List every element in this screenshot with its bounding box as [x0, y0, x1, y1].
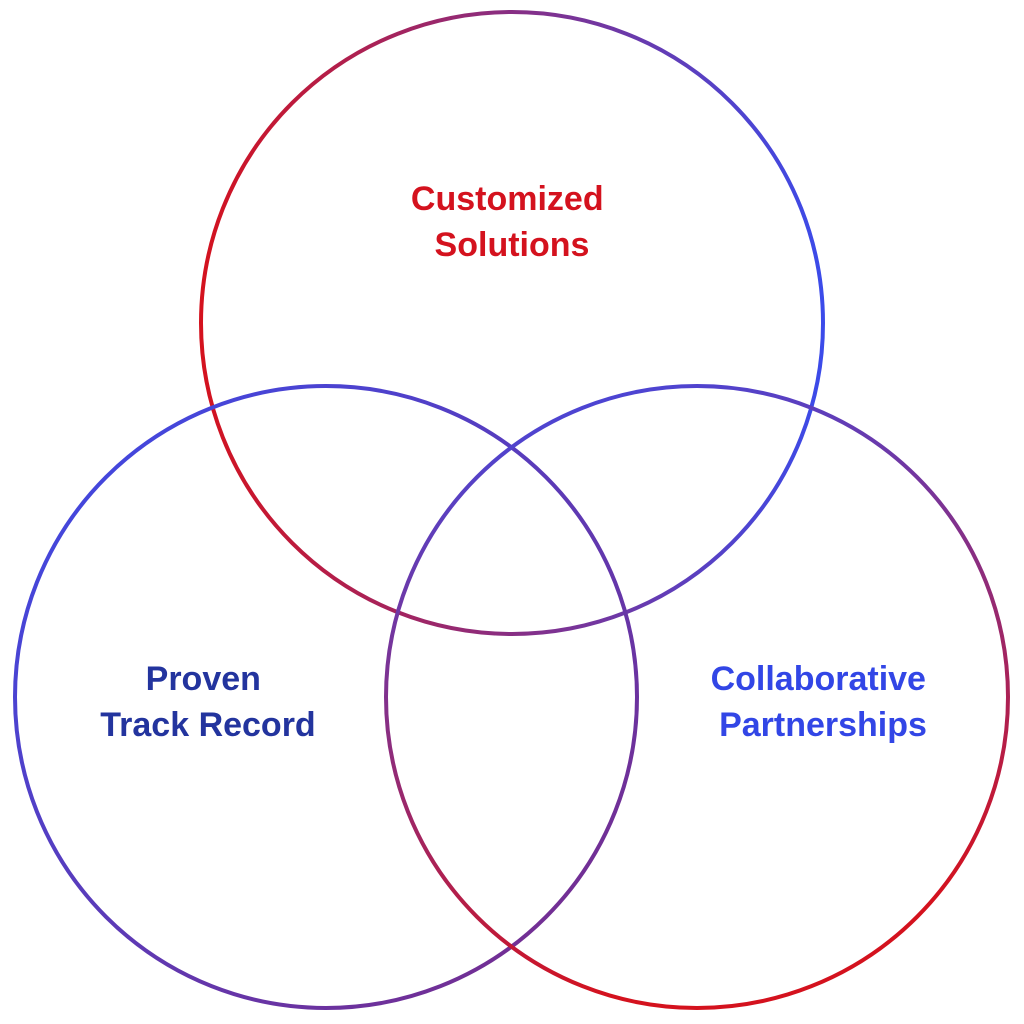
circle-customized-solutions [199, 10, 825, 636]
circle-collaborative-partnerships [384, 384, 1010, 1010]
label-customized-solutions: Customized Solutions [411, 180, 613, 264]
label-collaborative-partnerships: Collaborative Partnerships [711, 660, 936, 744]
label-proven-track-record: Proven Track Record [100, 660, 315, 744]
circle-proven-track-record [13, 384, 639, 1010]
